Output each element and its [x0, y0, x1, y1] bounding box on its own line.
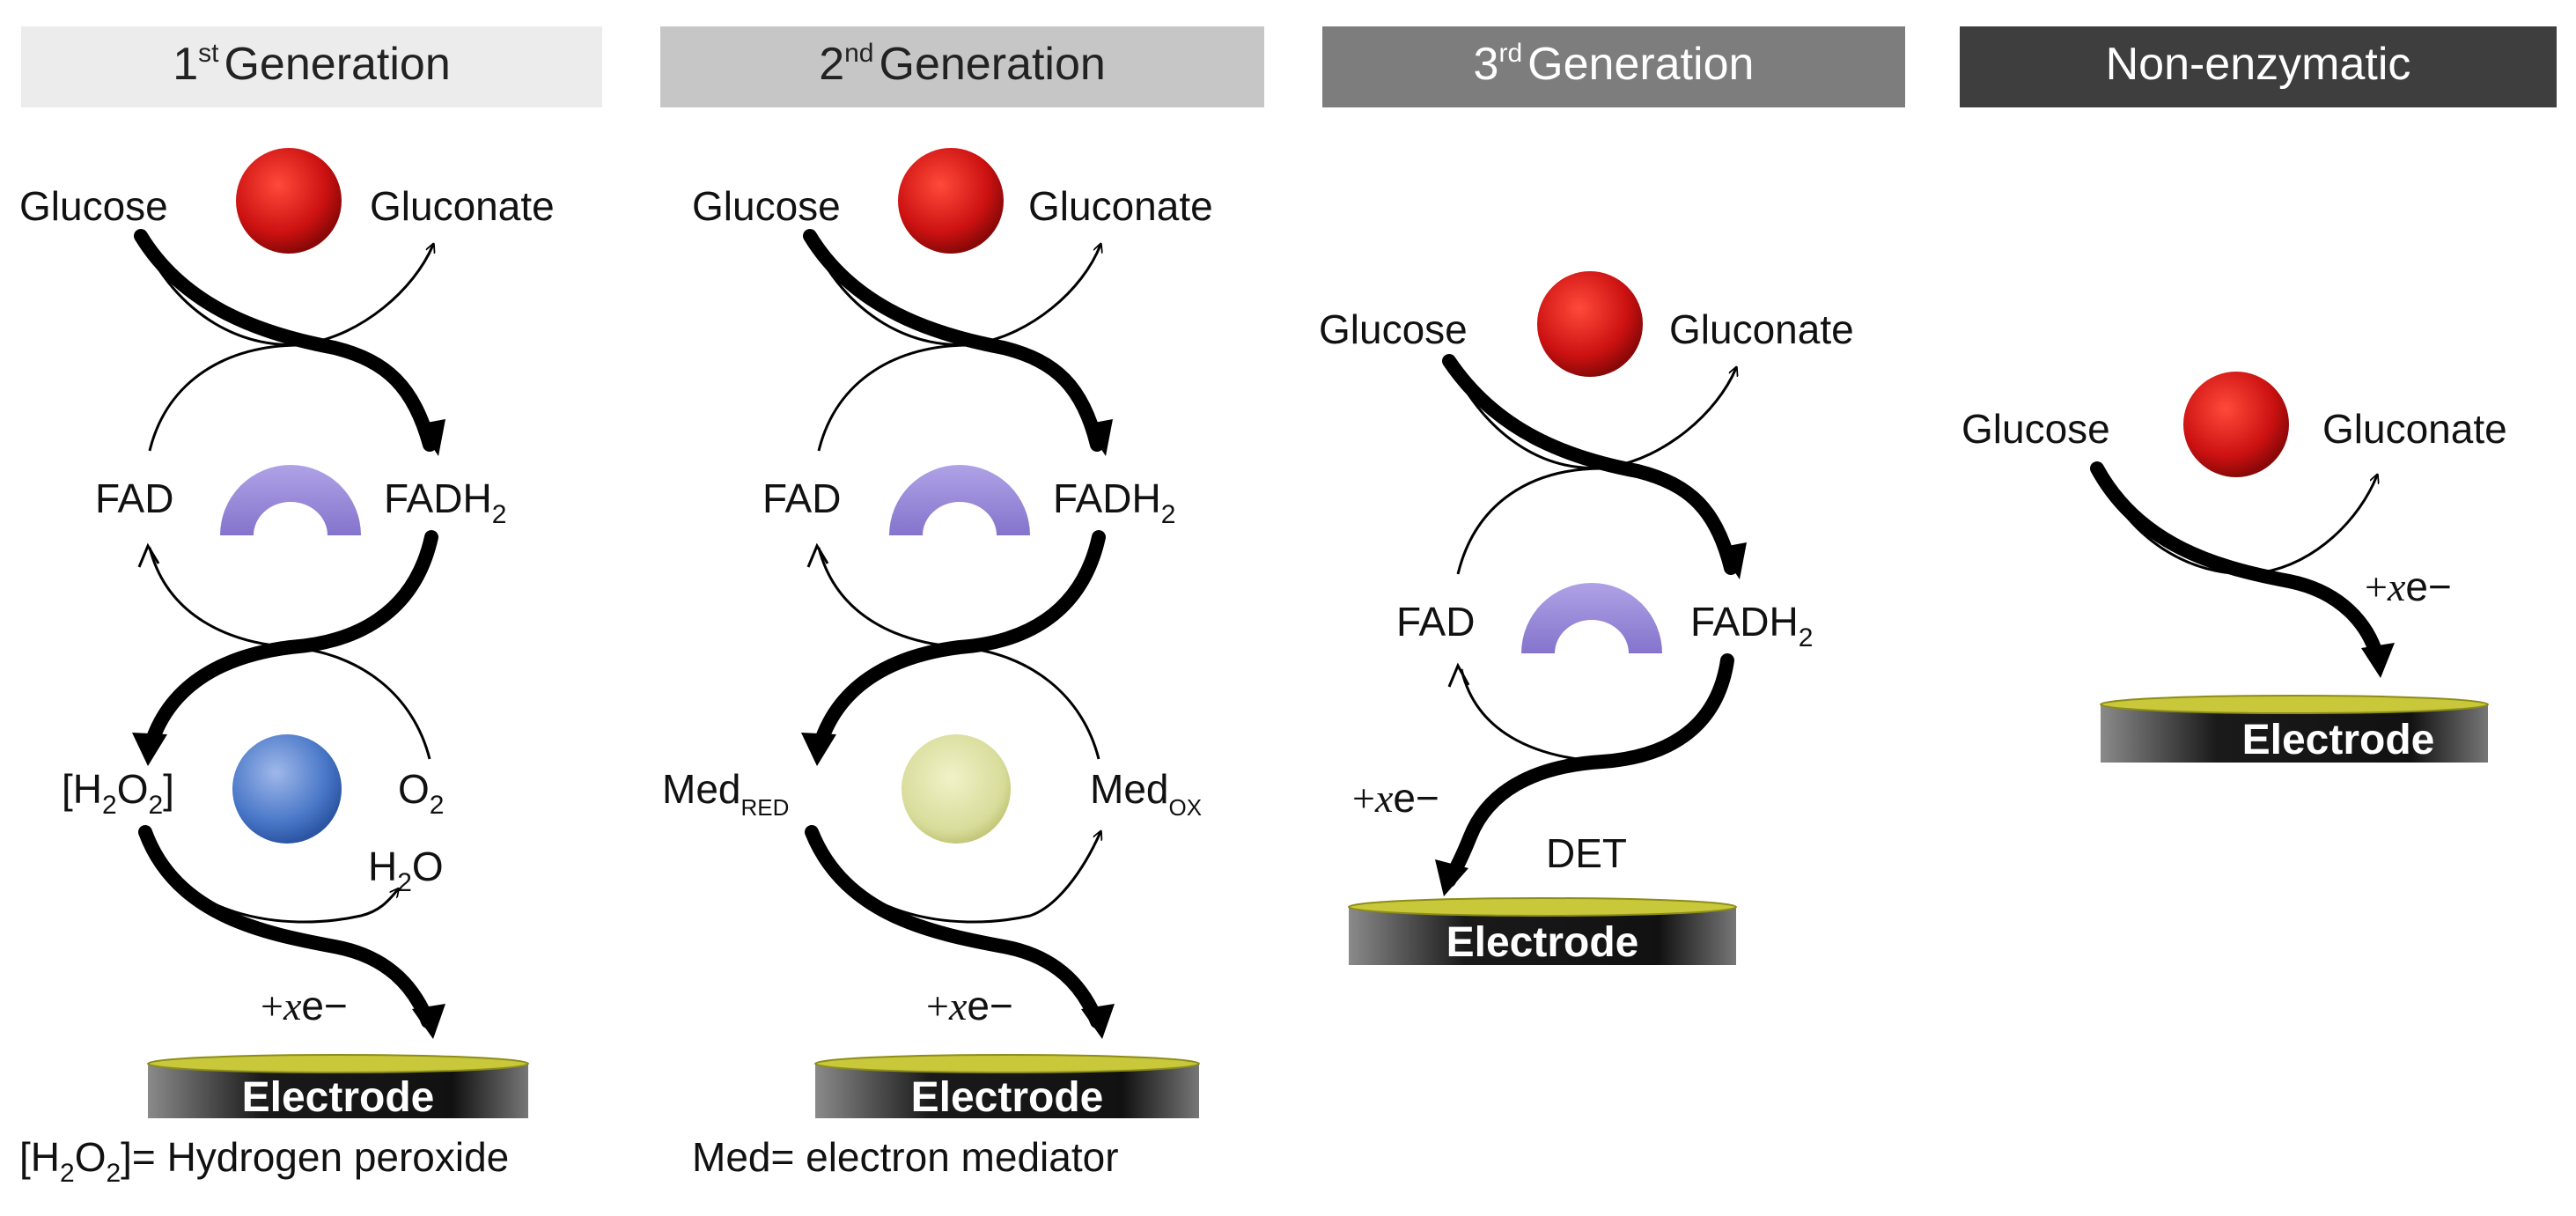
electrode-label: Electrode [2242, 717, 2435, 763]
arrow-head-h2o2 [132, 733, 167, 766]
electrode: Electrode [2100, 695, 2489, 763]
fadh2-label: FADH2 [384, 475, 506, 529]
arrow-med-ox-cycle [817, 547, 1100, 760]
mediator-particle [902, 734, 1011, 844]
glucose-label: Glucose [1961, 406, 2110, 452]
fad-label: FAD [762, 475, 841, 521]
enzyme-icon [889, 465, 1030, 535]
electrode: Electrode [147, 1054, 529, 1121]
electrode: Electrode [1348, 897, 1737, 966]
glucose-label: Glucose [19, 183, 168, 229]
arrow-fadh2-to-med-red [812, 530, 1106, 755]
glucose-oxidase-particle [236, 148, 342, 254]
arrow-fadh2-to-h2o2 [143, 530, 438, 755]
electron-label: +xe− [926, 983, 1013, 1028]
arrow-glucose-to-fadh2 [1442, 354, 1738, 575]
arrow-fadh2-to-electrode [1442, 653, 1734, 888]
arrow-head-med-red [801, 733, 836, 766]
electron-label: +xe− [261, 983, 348, 1028]
panel-non-enzymatic: Glucose Gluconate +xe− Electrode [1961, 372, 2507, 763]
electrode-label: Electrode [911, 1074, 1104, 1121]
header-gen4: Non-enzymatic [1960, 26, 2557, 107]
glucose-oxidase-particle [898, 148, 1004, 254]
mediator-footnote: Med= electron mediator [692, 1134, 1119, 1180]
panel-gen3: Glucose Gluconate FAD FADH2 +xe− DET Ele… [1319, 271, 1854, 966]
electrode-top [814, 1054, 1200, 1073]
arrow-fad-cycle [817, 343, 969, 452]
electrode-top [147, 1054, 529, 1073]
electrode: Electrode [814, 1054, 1200, 1121]
arrow-to-electrode [805, 825, 1104, 1028]
arrow-head-fad [806, 542, 829, 568]
arrow-head-fad [137, 542, 160, 568]
arrow-head-fadh2 [1085, 419, 1113, 456]
electrode-top [2100, 695, 2489, 714]
h2o2-footnote: [H2O2]= Hydrogen peroxide [19, 1134, 509, 1188]
arrow-head-electrode [412, 1004, 445, 1039]
arrow-glucose-to-fadh2 [134, 229, 437, 452]
electron-label: +xe− [1352, 775, 1439, 821]
arrow-to-electrode [2090, 461, 2384, 663]
enzyme-icon [220, 465, 361, 535]
gluconate-label: Gluconate [1669, 306, 1854, 352]
fadh2-label: FADH2 [1053, 475, 1175, 529]
glucose-oxidase-particle [2183, 372, 2289, 477]
header-gen4-bg [1960, 26, 2557, 107]
header-gen2-bg [660, 26, 1264, 107]
arrow-fad-cycle [148, 343, 300, 452]
arrow-head-electrode [1081, 1004, 1115, 1039]
glucose-label: Glucose [1319, 306, 1468, 352]
fadh2-label: FADH2 [1690, 599, 1813, 652]
arrow-to-electrode [138, 825, 435, 1028]
arrow-fad-cycle [1456, 467, 1603, 575]
gluconate-label: Gluconate [2322, 406, 2507, 452]
panel-gen2: Glucose Gluconate FAD FADH2 MedRED MedOX… [662, 148, 1213, 1180]
fad-label: FAD [95, 475, 173, 521]
h2o-label: H2O [368, 844, 444, 897]
gluconate-label: Gluconate [1028, 183, 1213, 229]
arrow-head-fad [1447, 662, 1470, 688]
electrode-label: Electrode [242, 1074, 435, 1121]
arrow-o2-cycle [148, 547, 431, 760]
fad-label: FAD [1396, 599, 1475, 645]
glucose-label: Glucose [692, 183, 841, 229]
arrow-med-ox [810, 832, 1100, 924]
panel-gen1: Glucose Gluconate FAD FADH2 [H2O2] O2 H2… [19, 148, 555, 1188]
med-red-label: MedRED [662, 766, 789, 821]
gluconate-label: Gluconate [370, 183, 555, 229]
electron-label: +xe− [2365, 564, 2452, 609]
arrow-head-electrode [1435, 859, 1468, 896]
arrow-head-fadh2 [417, 419, 445, 456]
h2o2-label: [H2O2] [62, 766, 174, 820]
arrow-head-fadh2 [1719, 542, 1747, 579]
arrow-glucose-to-fadh2 [803, 229, 1104, 452]
arrow-h2o [144, 831, 398, 924]
electrode-label: Electrode [1446, 919, 1639, 966]
peroxide-particle [232, 734, 342, 844]
enzyme-icon [1521, 583, 1662, 653]
electrode-top [1348, 897, 1737, 917]
med-ox-label: MedOX [1090, 766, 1202, 821]
arrow-head-electrode [2361, 643, 2395, 678]
o2-label: O2 [398, 766, 444, 820]
glucose-oxidase-particle [1537, 271, 1643, 377]
det-label: DET [1546, 830, 1627, 876]
header-gen3-bg [1322, 26, 1905, 107]
arrow-fad-return [1460, 668, 1603, 763]
header-gen4-title: Non-enzymatic [2106, 39, 2411, 90]
header-gen1-bg [21, 26, 602, 107]
